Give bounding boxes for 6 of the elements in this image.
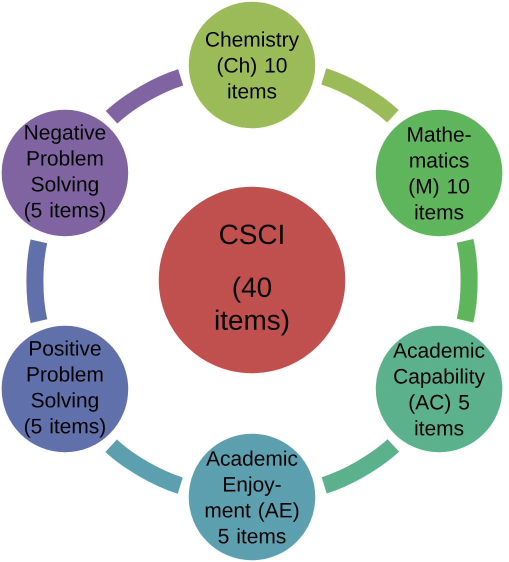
ring-arc [321, 68, 398, 123]
ring-arc [322, 439, 399, 494]
ring-arc [26, 240, 48, 323]
ring-arc [106, 439, 183, 494]
ring-arc [106, 69, 184, 124]
ring-arc [456, 239, 478, 322]
